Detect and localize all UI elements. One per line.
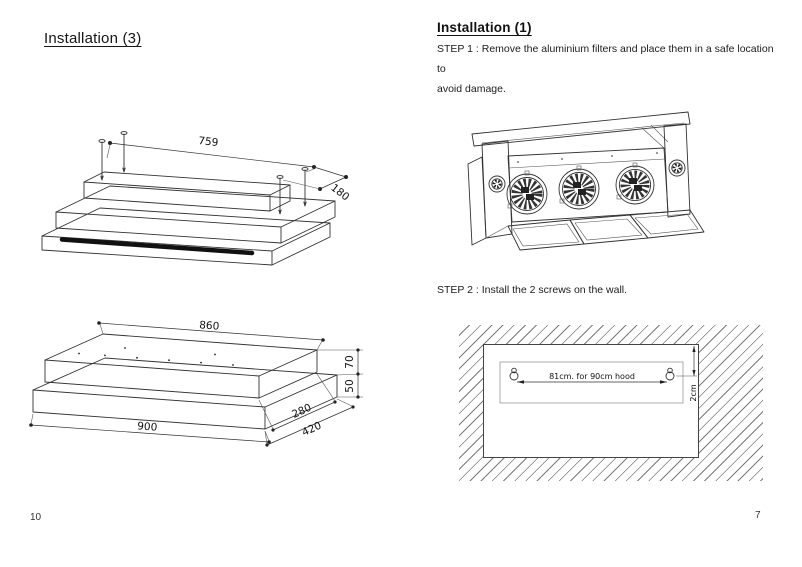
step1-line1: STEP 1 : Remove the aluminium filters an… (437, 43, 774, 75)
svg-text:2cm: 2cm (689, 384, 698, 401)
mounting-screw-icon (276, 175, 284, 215)
screw-layout: 81cm. for 90cm hood 2cm (499, 346, 698, 404)
dimension-top-offset: 2cm (676, 346, 698, 402)
dimension-screw-distance: 81cm. for 90cm hood (517, 372, 667, 384)
dimension-860: 860 (97, 319, 325, 351)
svg-text:50: 50 (344, 379, 356, 392)
svg-text:280: 280 (290, 402, 313, 421)
step1-instructions: STEP 1 : Remove the aluminium filters an… (437, 40, 777, 100)
fan-motor-icon (506, 170, 548, 215)
wall-hatch-drawing: 81cm. for 90cm hood 2cm (459, 325, 763, 481)
visor-vent-slot (59, 237, 255, 256)
mounting-screw-icon (98, 139, 106, 181)
right-side-panel (663, 123, 691, 218)
aluminium-filter-panels (485, 209, 705, 251)
svg-text:81cm. for 90cm hood: 81cm. for 90cm hood (549, 372, 635, 381)
screw-hole-dots (78, 347, 234, 366)
keyhole-screw-icon (665, 367, 675, 381)
svg-text:900: 900 (137, 420, 158, 434)
fan-motor-icon (615, 162, 655, 205)
hood-visor-outline (41, 207, 331, 266)
canopy-top-beam (471, 111, 691, 149)
dimension-759: 759 (106, 135, 316, 173)
hood-upper-body-outline (44, 333, 318, 399)
hood-lower-body-outline (32, 357, 338, 430)
left-page-number: 10 (30, 512, 42, 523)
svg-text:759: 759 (198, 135, 219, 149)
step2-line: STEP 2 : Install the 2 screws on the wal… (437, 284, 628, 296)
hood-screw-position-drawing: 759 180 (41, 131, 351, 266)
keyhole-screw-icon (509, 367, 519, 381)
svg-text:180: 180 (328, 182, 351, 204)
left-page-title: Installation (3) (44, 30, 142, 47)
mounting-screw-icon (301, 167, 309, 207)
dimension-70-50: 70 50 (317, 348, 364, 399)
mounting-screw-icon (120, 131, 128, 173)
hood-dimension-drawing: 860 900 70 50 280 (29, 319, 364, 447)
step1-line2: avoid damage. (437, 82, 506, 95)
svg-text:860: 860 (199, 319, 220, 333)
fan-motor-icon (558, 165, 600, 210)
hood-outline-rect (499, 361, 684, 404)
wall-recess: 81cm. for 90cm hood 2cm (483, 344, 699, 458)
right-page-title: Installation (1) (437, 20, 532, 35)
left-cap-icon (492, 179, 502, 189)
right-cap-icon (672, 163, 682, 173)
hood-body-outline (55, 185, 336, 244)
right-page-number: 7 (755, 510, 761, 521)
svg-text:420: 420 (300, 420, 323, 439)
step2-instructions: STEP 2 : Install the 2 screws on the wal… (437, 281, 777, 301)
filter-removal-drawing (467, 111, 705, 251)
svg-text:70: 70 (344, 355, 356, 368)
dimension-900: 900 (29, 413, 271, 444)
